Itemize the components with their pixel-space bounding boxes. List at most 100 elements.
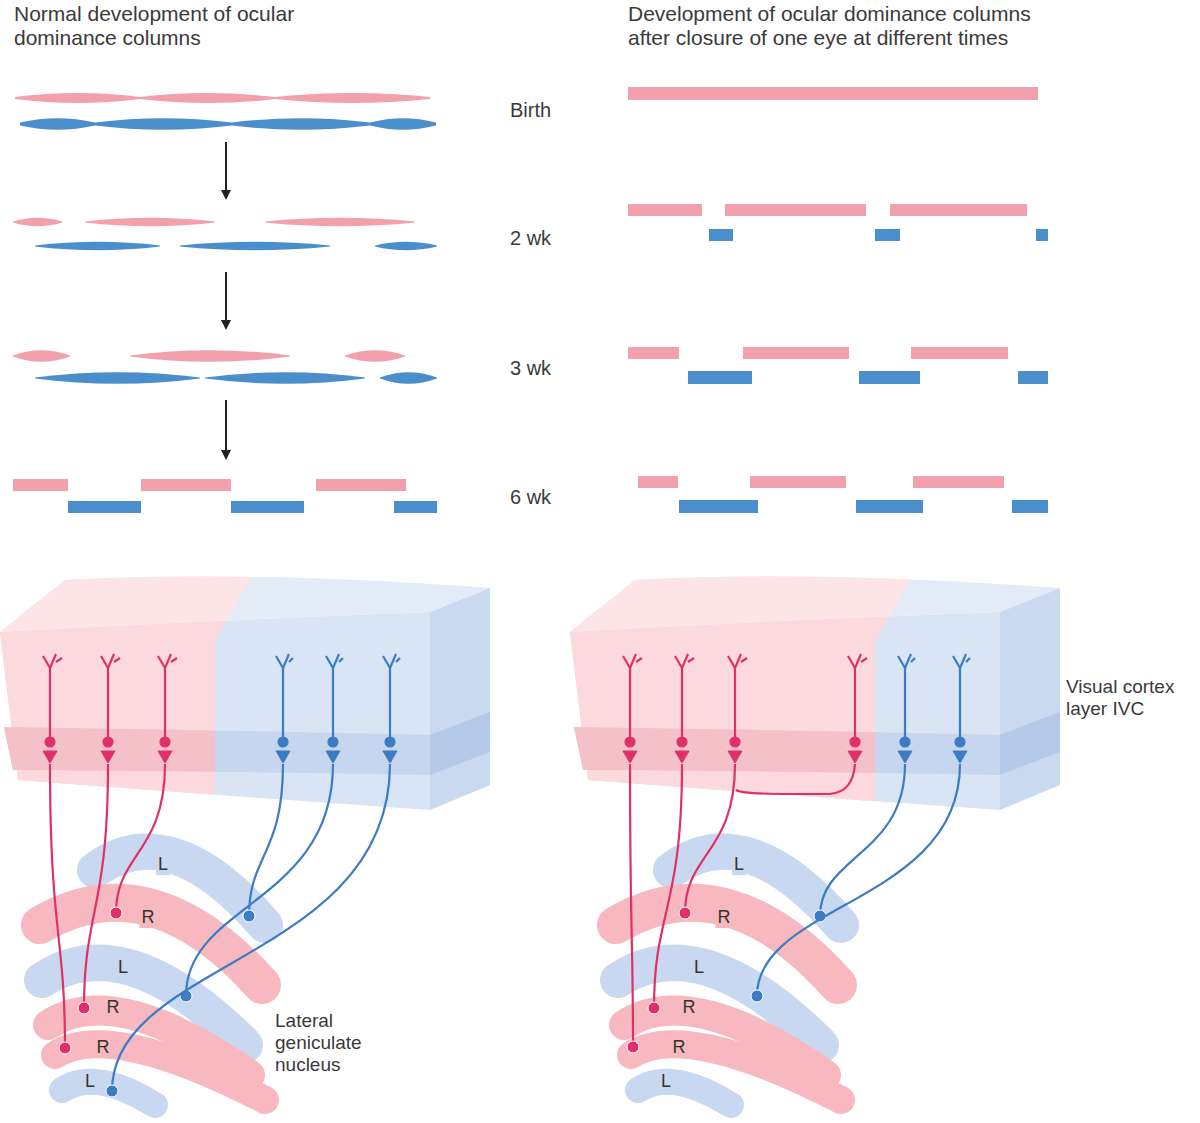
- neuron: [276, 654, 293, 763]
- art-part: [383, 751, 397, 763]
- column-bar: [913, 476, 1004, 488]
- art-part: [383, 654, 400, 668]
- column-bar: [1036, 229, 1048, 241]
- art-part: [959, 668, 961, 740]
- column-band: [13, 350, 70, 362]
- arrow-head: [221, 190, 231, 200]
- time-arrow: [225, 272, 227, 322]
- time-arrow: [225, 400, 227, 452]
- cortex-front: [0, 612, 430, 810]
- cortex-top: [0, 576, 490, 632]
- axon-branch: [736, 764, 855, 794]
- column-bar: [141, 479, 231, 491]
- neuron: [898, 654, 915, 763]
- column-bar: [231, 501, 304, 513]
- heading: Development of ocular dominance columns …: [628, 2, 1073, 50]
- column-bar: [688, 371, 752, 384]
- art-part: [623, 654, 642, 668]
- neuron: [383, 654, 400, 763]
- art-part: [681, 668, 683, 740]
- column-band: [35, 372, 200, 384]
- column-band: [205, 372, 365, 384]
- layer-letter: R: [716, 908, 733, 928]
- cortex-front: [570, 612, 1000, 810]
- art-part: [328, 737, 338, 747]
- art-part: [904, 668, 906, 740]
- art-part: [955, 737, 965, 747]
- column-band: [13, 218, 62, 227]
- art-part: [282, 668, 284, 740]
- art-part: [326, 654, 343, 668]
- column-band: [370, 118, 436, 130]
- cortex-front: [570, 612, 1000, 810]
- column-bar: [628, 347, 679, 359]
- column-band: [180, 242, 330, 251]
- art-part: [107, 668, 109, 740]
- neuron: [728, 654, 747, 763]
- art-part: [43, 751, 57, 763]
- lgn-cell: [106, 1085, 118, 1097]
- column-bar: [1018, 371, 1048, 384]
- art-part: [326, 751, 340, 763]
- art-part: [730, 737, 740, 747]
- art-part: [276, 654, 293, 668]
- column-bar: [679, 500, 758, 513]
- structure-label: Visual cortex layer IVC: [1066, 676, 1196, 720]
- column-band: [345, 350, 405, 362]
- heading: Normal development of ocular dominance c…: [14, 2, 354, 50]
- art-part: [900, 737, 910, 747]
- art-part: [158, 751, 172, 763]
- art-part: [734, 668, 736, 740]
- column-bar: [638, 476, 678, 488]
- art-part: [278, 737, 288, 747]
- column-bar: [628, 204, 702, 216]
- column-band: [35, 242, 160, 251]
- cortex-side: [430, 588, 490, 810]
- art-part: [728, 654, 747, 668]
- band-outline: [62, 1082, 155, 1105]
- layer-ivc-side: [1000, 712, 1060, 775]
- column-band: [85, 218, 215, 227]
- time-arrow: [225, 142, 227, 192]
- layer-letter: L: [116, 958, 130, 978]
- cortex-block: [570, 576, 1060, 810]
- layer-letter: L: [732, 855, 746, 875]
- neuron: [158, 654, 177, 763]
- neuron: [101, 654, 120, 763]
- column-bar: [68, 501, 141, 513]
- art-part: [898, 751, 912, 763]
- art-part: [677, 737, 687, 747]
- layer-letter: R: [681, 998, 698, 1018]
- art-part: [45, 737, 55, 747]
- layer-ivc: [4, 727, 430, 775]
- layer-letter: R: [671, 1038, 688, 1058]
- lgn-cell: [627, 1041, 639, 1053]
- lgn-cell: [679, 907, 691, 919]
- art-part: [629, 668, 631, 740]
- column-bar: [628, 87, 1038, 100]
- time-label: 6 wk: [510, 486, 600, 509]
- column-bar: [1012, 500, 1048, 513]
- cortex-front: [0, 612, 430, 810]
- layer-ivc: [4, 727, 430, 775]
- time-label: 3 wk: [510, 357, 600, 380]
- column-bar: [394, 501, 437, 513]
- art-part: [101, 751, 115, 763]
- neuron: [43, 654, 62, 763]
- art-part: [625, 737, 635, 747]
- time-label: 2 wk: [510, 227, 600, 250]
- art-part: [276, 751, 290, 763]
- column-band: [380, 372, 437, 384]
- column-bar: [856, 500, 923, 513]
- layer-letter: R: [105, 998, 122, 1018]
- column-bar: [890, 204, 1027, 216]
- art-part: [850, 737, 860, 747]
- layer-ivc-side: [430, 712, 490, 775]
- column-band: [232, 118, 370, 130]
- time-label: Birth: [510, 99, 600, 122]
- art-part: [848, 751, 862, 763]
- art-part: [385, 737, 395, 747]
- lgn-cell: [78, 1002, 90, 1014]
- art-part: [623, 751, 637, 763]
- lgn-cell: [751, 990, 763, 1002]
